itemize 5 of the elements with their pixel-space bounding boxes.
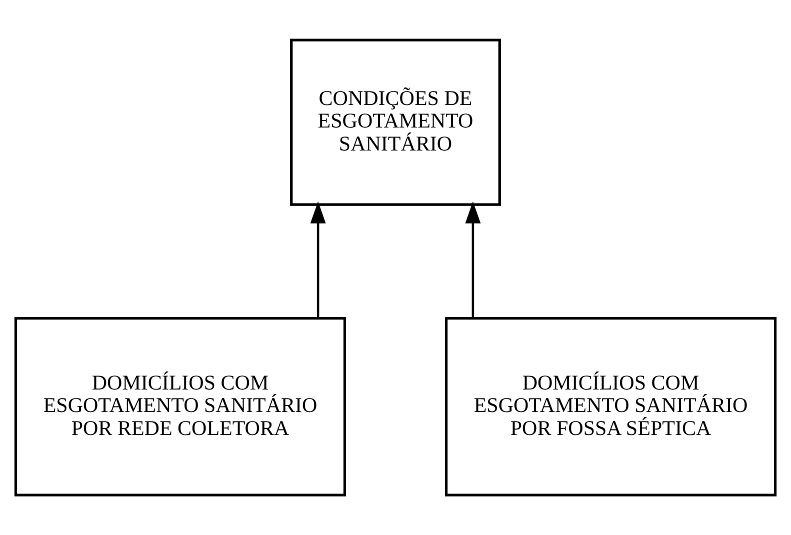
node-box: DOMICÍLIOS COM ESGOTAMENTO SANITÁRIO POR REDE COLETORA	[14, 316, 346, 496]
node-box: DOMICÍLIOS COM ESGOTAMENTO SANITÁRIO POR FOSSA SÉPTICA	[444, 316, 777, 496]
arrow	[465, 201, 481, 318]
node-box: CONDIÇÕES DE ESGOTAMENTO SANITÁRIO	[290, 38, 501, 206]
arrow	[310, 201, 326, 318]
